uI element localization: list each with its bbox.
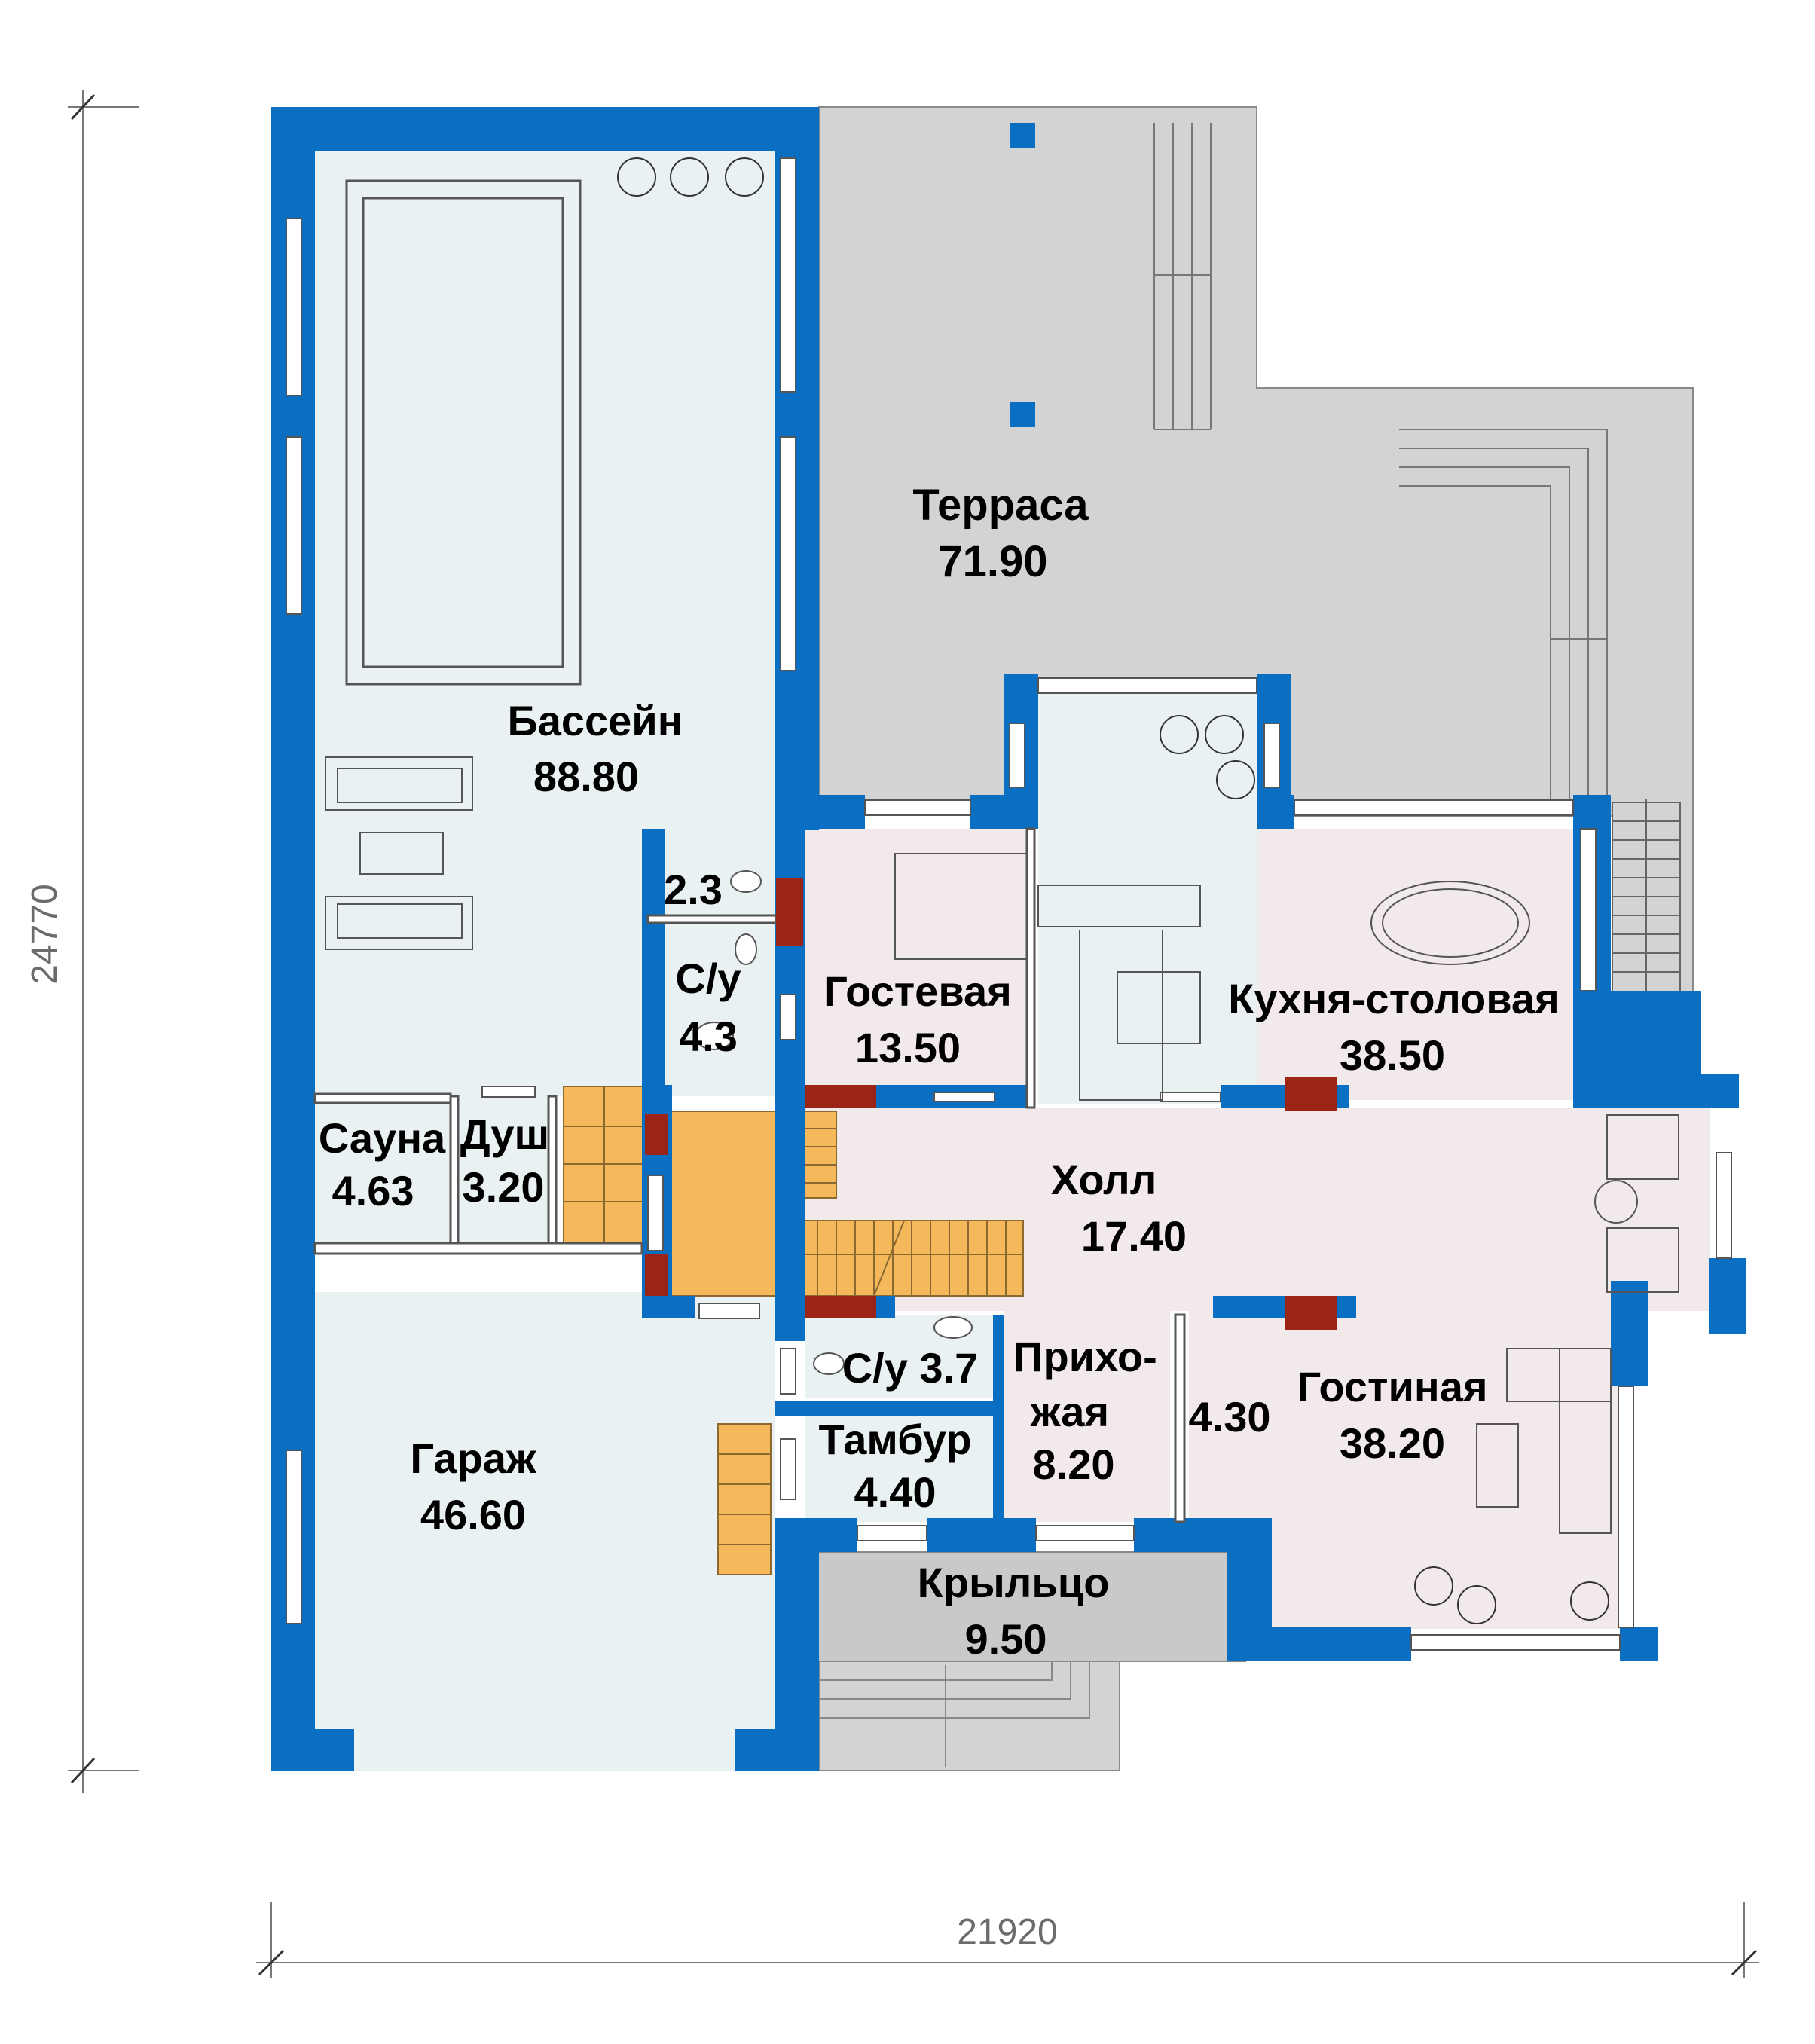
hallway-name-1: Прихо-: [1013, 1333, 1157, 1380]
floors: [315, 151, 1710, 1771]
sauna-area: 4.63: [332, 1167, 414, 1214]
dining-table-icon: [1370, 881, 1530, 965]
walls: [271, 107, 1746, 1771]
pool-basin: [345, 179, 582, 686]
width-dimension-text: 21920: [957, 1912, 1057, 1952]
height-dimension-text: 24770: [25, 884, 65, 984]
room-labels: Бассейн 88.80 2.3 С/у 4.3 Гостевая 13.50…: [319, 697, 1560, 1663]
porch-area: 9.50: [965, 1615, 1047, 1663]
living-area: 38.20: [1340, 1419, 1445, 1467]
hallway-name-2: жая: [1030, 1388, 1109, 1435]
chimneys: [645, 878, 1337, 1330]
dimension-width: 21920: [256, 1902, 1759, 1978]
toilet-icon: [730, 870, 845, 1375]
column-icon: [1010, 123, 1035, 148]
closet-area: 4.30: [1189, 1393, 1271, 1441]
pool-area: 88.80: [533, 753, 639, 800]
bath-entry-label: С/у 3.7: [842, 1344, 979, 1392]
terrace-name: Терраса: [912, 481, 1089, 530]
sofa-icon: [325, 756, 473, 950]
hall-name: Холл: [1051, 1156, 1157, 1203]
kitchen-name: Кухня-столовая: [1228, 975, 1560, 1022]
windows: [286, 157, 1732, 1651]
living-sofa-icon: [1476, 1348, 1612, 1534]
garage-name: Гараж: [410, 1434, 537, 1482]
kitchen-area: 38.50: [1340, 1031, 1445, 1079]
bath-pool-area: 4.3: [679, 1013, 738, 1060]
partitions: [313, 827, 1186, 1523]
terrace-area-value: 71.90: [938, 537, 1047, 586]
vestibule-name: Тамбур: [818, 1416, 971, 1463]
hall-area: 17.40: [1081, 1212, 1187, 1260]
wc-small-area: 2.3: [664, 866, 723, 913]
bath-pool-name: С/у: [675, 955, 741, 1002]
guest-name: Гостевая: [823, 967, 1012, 1015]
column-icon: [1010, 402, 1035, 427]
shower-area: 3.20: [463, 1163, 545, 1211]
guest-area: 13.50: [855, 1024, 961, 1071]
dimension-height: 24770: [25, 90, 139, 1793]
armchair-icon: [1594, 1114, 1679, 1293]
porch-name: Крыльцо: [918, 1559, 1110, 1606]
bed-icon: [894, 853, 1028, 960]
hallway-area: 8.20: [1033, 1441, 1115, 1488]
sauna-name: Сауна: [319, 1114, 446, 1162]
plant-icon: [617, 157, 1609, 1624]
living-name: Гостиная: [1297, 1363, 1487, 1410]
kitchen-island: [1037, 885, 1201, 1101]
sink-icon: [695, 1022, 973, 1339]
shower-name: Душ: [460, 1111, 549, 1158]
vestibule-area: 4.40: [854, 1468, 937, 1516]
garage-area: 46.60: [420, 1491, 526, 1538]
pool-name: Бассейн: [507, 697, 683, 744]
